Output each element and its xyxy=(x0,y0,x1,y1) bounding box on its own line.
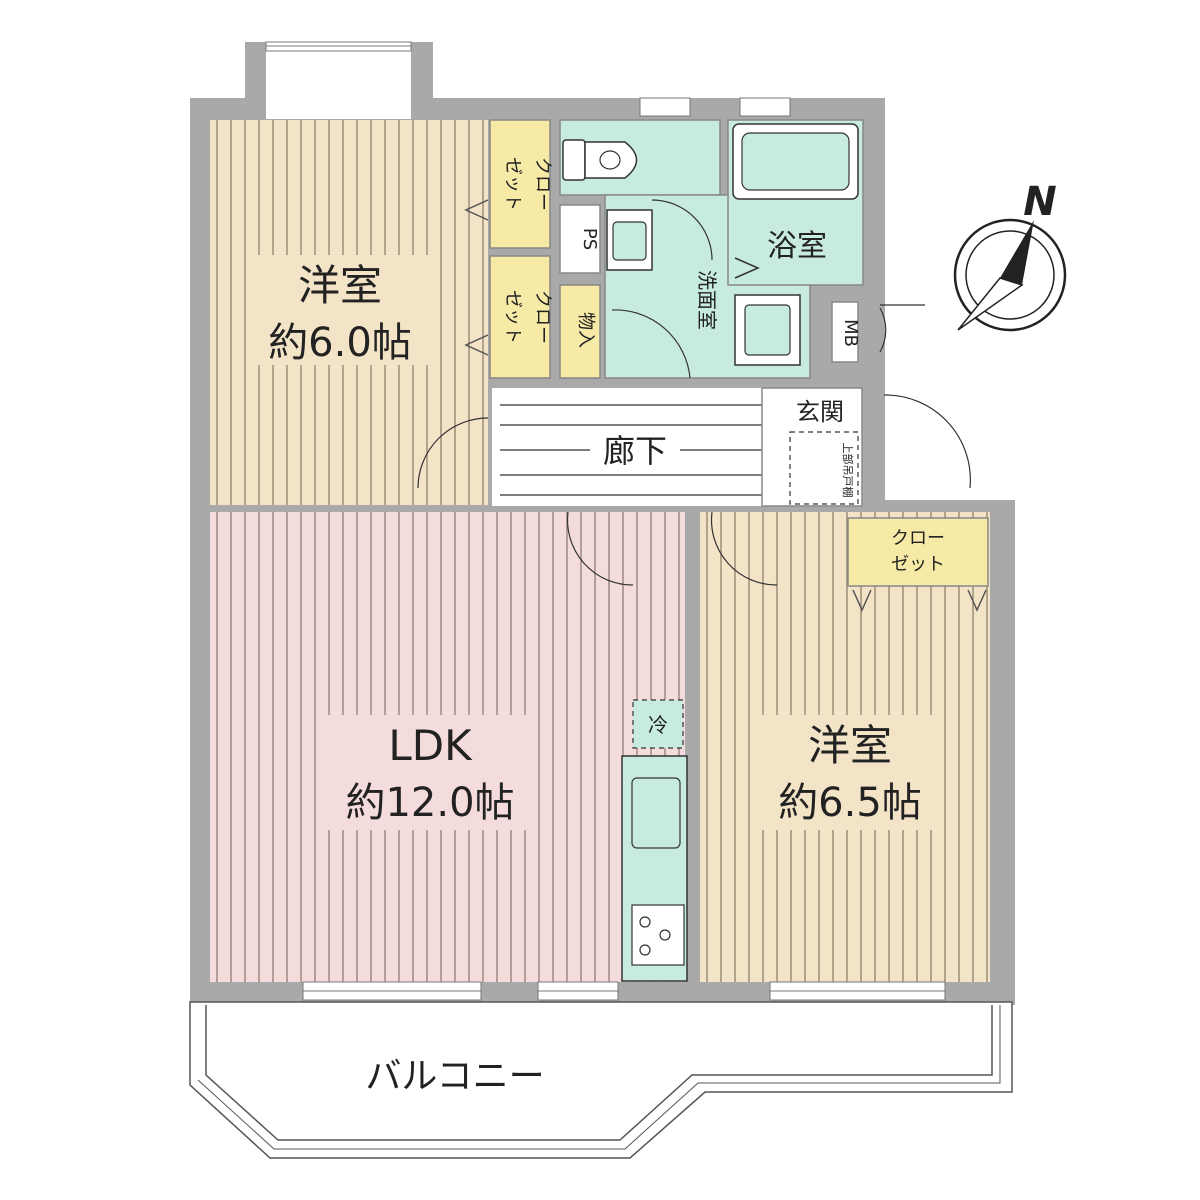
corridor: 廊下 xyxy=(417,388,782,506)
door-swing-entrance xyxy=(883,394,971,489)
compass-needle-north-icon xyxy=(1000,220,1034,285)
room-size-western-se: 約6.5帖 xyxy=(778,780,922,826)
door-swing-washroom xyxy=(651,199,713,261)
closet-mid-label-1: クロー xyxy=(532,290,553,344)
pipe-space-label: PS xyxy=(579,228,600,250)
fridge-space: 冷 xyxy=(632,699,684,749)
closet-mid: クロー ゼット xyxy=(489,255,553,379)
closet-right-label-1: クロー xyxy=(891,528,945,549)
toilet-room xyxy=(559,119,721,196)
compass-inner-ring xyxy=(965,230,1055,320)
compass-north-label: N xyxy=(1023,179,1056,225)
bath-label: 浴室 xyxy=(767,229,827,264)
closet-top: クロー ゼット xyxy=(489,119,553,249)
pipe-space: PS xyxy=(559,204,601,274)
door-swing-washroom-2 xyxy=(611,309,691,379)
washroom-label: 洗面室 xyxy=(695,270,719,330)
door-swing-ldk xyxy=(566,511,634,586)
closet-mid-label-2: ゼット xyxy=(502,290,523,344)
compass-needle-south-icon xyxy=(957,277,1024,331)
door-swing-se-room xyxy=(710,511,778,586)
room-name-western-nw: 洋室 xyxy=(298,261,382,310)
entrance-label: 玄関 xyxy=(796,398,844,426)
meter-box-label: MB xyxy=(840,319,861,347)
compass-outer-ring xyxy=(953,218,1067,332)
sink-icon xyxy=(631,777,681,849)
upper-shelf-label: 上部吊戸棚 xyxy=(841,443,855,498)
storage-label: 物入 xyxy=(575,312,596,348)
closet-right-label-2: ゼット xyxy=(891,554,945,575)
room-size-ldk: 約12.0帖 xyxy=(345,780,514,826)
kitchen-counter xyxy=(621,755,688,982)
ldk-room: LDK 約12.0帖 xyxy=(210,511,685,982)
toilet-tank-icon xyxy=(562,139,586,181)
room-name-western-se: 洋室 xyxy=(808,721,892,770)
closet-top-label-1: クロー xyxy=(532,157,553,211)
balcony-label: バルコニー xyxy=(365,1056,544,1097)
balcony: バルコニー xyxy=(189,1001,1013,1159)
western-room-se: 洋室 約6.5帖 xyxy=(700,511,990,982)
bathroom: 浴室 xyxy=(727,119,864,286)
south-windows xyxy=(302,981,946,1001)
closet-door-marker-top xyxy=(464,199,489,221)
western-room-nw: 洋室 約6.0帖 xyxy=(210,120,488,505)
closet-door-marker-mid xyxy=(464,334,489,356)
corridor-label: 廊下 xyxy=(603,432,667,470)
compass: N xyxy=(953,179,1067,332)
closet-right: クロー ゼット xyxy=(847,517,989,612)
entrance: 玄関 上部吊戸棚 xyxy=(761,387,971,507)
room-size-western-nw: 約6.0帖 xyxy=(268,320,412,366)
meter-box: MB xyxy=(831,301,925,363)
room-name-ldk: LDK xyxy=(388,721,473,770)
stove-icon xyxy=(631,904,685,966)
door-swing-nw-room xyxy=(417,417,489,489)
storage-closet: 物入 xyxy=(559,284,601,379)
fridge-label: 冷 xyxy=(648,713,668,737)
north-windows xyxy=(639,97,791,117)
closet-top-label-2: ゼット xyxy=(502,157,523,211)
bay-window xyxy=(265,41,412,119)
